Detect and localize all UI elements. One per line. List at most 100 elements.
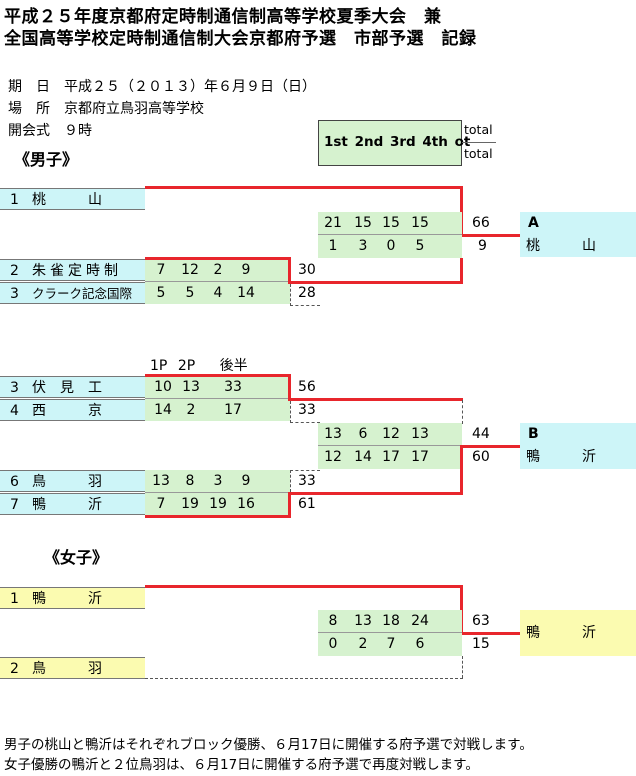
team-row-kamogawa: 7 鴨 沂 bbox=[0, 493, 145, 515]
block-a-label-text: A bbox=[528, 215, 539, 231]
team-name: 桃 山 bbox=[32, 192, 102, 208]
score-cell: 13 bbox=[152, 473, 170, 489]
score-cell: 2 bbox=[213, 262, 223, 278]
team-row-girls-kamogawa: 1 鴨 沂 bbox=[0, 587, 145, 609]
team-row-girls-toba: 2 鳥 羽 bbox=[0, 657, 145, 679]
bracket-dashed bbox=[290, 470, 320, 471]
team-number: 2 bbox=[10, 263, 19, 279]
bracket-dashed bbox=[290, 305, 320, 306]
score-cell: 9 bbox=[241, 262, 251, 278]
team-number: 3 bbox=[10, 286, 19, 302]
score-cell: 5 bbox=[156, 285, 166, 301]
score-cell: 2 bbox=[358, 636, 368, 652]
half-header: 1P 2P 後半 bbox=[150, 358, 248, 374]
team-row-fushimi: 3 伏見工業 bbox=[0, 376, 145, 418]
block-b-winner: 鴨 沂 bbox=[526, 449, 596, 465]
score-cell: 16 bbox=[237, 496, 255, 512]
team-row-toba: 6 鳥 羽 bbox=[0, 470, 145, 492]
score-cell: 12 bbox=[382, 426, 400, 442]
bracket-line bbox=[460, 234, 520, 237]
legend-total-top: total bbox=[464, 122, 493, 137]
total-cell: 30 bbox=[298, 262, 316, 278]
bracket-dashed bbox=[145, 678, 463, 679]
team-name: クラーク記念国際 bbox=[32, 286, 133, 301]
score-cell: 13 bbox=[354, 613, 372, 629]
boys-heading: 《男子》 bbox=[14, 150, 79, 169]
block-a-label-bg bbox=[520, 212, 636, 235]
score-cell: 18 bbox=[382, 613, 400, 629]
team-number: 3 bbox=[10, 380, 19, 396]
team-number: 7 bbox=[10, 497, 19, 513]
bracket-dashed bbox=[290, 401, 291, 423]
team-name: 鴨 沂 bbox=[32, 497, 102, 513]
row-divider bbox=[318, 632, 462, 633]
score-cell: 7 bbox=[156, 262, 166, 278]
note-line-2: 女子優勝の鴨沂と２位鳥羽は、６月17日に開催する府予選で再度対戦します。 bbox=[4, 757, 479, 773]
team-name: 鳥 羽 bbox=[32, 661, 102, 677]
score-cell: 6 bbox=[415, 636, 425, 652]
score-cell: 19 bbox=[209, 496, 227, 512]
girls-final-scores bbox=[318, 610, 462, 656]
bracket-dashed bbox=[290, 284, 291, 306]
score-cell: 6 bbox=[358, 426, 368, 442]
bracket-line bbox=[288, 492, 291, 518]
total-cell: 33 bbox=[298, 402, 316, 418]
score-cell: 9 bbox=[241, 473, 251, 489]
score-cell: 12 bbox=[324, 449, 342, 465]
score-cell: 8 bbox=[328, 613, 338, 629]
block-b-result bbox=[520, 423, 636, 469]
row-divider bbox=[145, 398, 290, 399]
score-cell: 7 bbox=[386, 636, 396, 652]
score-cell: 14 bbox=[154, 402, 172, 418]
total-cell: 60 bbox=[472, 449, 490, 465]
bracket-line bbox=[145, 515, 291, 518]
row-divider bbox=[318, 234, 462, 235]
girls-winner bbox=[520, 610, 636, 656]
block-a-winner: 桃 山 bbox=[520, 235, 636, 257]
total-cell: 66 bbox=[472, 215, 490, 231]
score-cell: 10 bbox=[154, 379, 172, 395]
score-cell: 2 bbox=[186, 402, 196, 418]
score-cell: 3 bbox=[358, 238, 368, 254]
team-number: 6 bbox=[10, 474, 19, 490]
score-cell: 0 bbox=[386, 238, 396, 254]
total-cell: 63 bbox=[472, 613, 490, 629]
score-cell: 0 bbox=[328, 636, 338, 652]
score-cell: 14 bbox=[237, 285, 255, 301]
total-cell: 9 bbox=[478, 238, 487, 254]
score-cell: 15 bbox=[354, 215, 372, 231]
score-cell: 13 bbox=[324, 426, 342, 442]
bracket-dashed bbox=[462, 656, 463, 678]
winner-name: 桃 山 bbox=[526, 238, 596, 254]
bracket-line bbox=[145, 186, 462, 189]
team-row-momoyama: 1 桃 山 bbox=[0, 188, 145, 210]
score-cell: 1 bbox=[328, 238, 338, 254]
score-cell: 7 bbox=[156, 496, 166, 512]
bracket-line bbox=[288, 398, 463, 401]
score-cell: 15 bbox=[382, 215, 400, 231]
bracket-line bbox=[145, 257, 290, 260]
score-cell: 13 bbox=[182, 379, 200, 395]
bracket-line bbox=[460, 258, 463, 284]
period-1st: 1st bbox=[324, 134, 348, 150]
team-name: 鴨 沂 bbox=[32, 591, 102, 607]
total-cell: 44 bbox=[472, 426, 490, 442]
block-b-label: B bbox=[528, 426, 539, 442]
bracket-line bbox=[288, 374, 291, 400]
score-cell: 14 bbox=[354, 449, 372, 465]
final-a-scores bbox=[318, 212, 462, 258]
team-row-suzaku: 2 朱雀定時制 bbox=[0, 259, 145, 281]
score-cell: 21 bbox=[324, 215, 342, 231]
bracket-line bbox=[288, 281, 463, 284]
row-divider bbox=[145, 281, 290, 282]
score-cell: 17 bbox=[411, 449, 429, 465]
team-number: 1 bbox=[10, 192, 19, 208]
bracket-line bbox=[460, 445, 463, 495]
girls-heading: 《女子》 bbox=[44, 548, 109, 567]
bracket-line bbox=[460, 445, 520, 448]
bracket-line bbox=[145, 374, 290, 377]
event-venue: 場 所 京都府立鳥羽高等学校 bbox=[8, 101, 204, 117]
score-cell: 5 bbox=[415, 238, 425, 254]
bracket-dashed bbox=[290, 422, 320, 423]
period-2nd: 2nd bbox=[354, 134, 384, 150]
